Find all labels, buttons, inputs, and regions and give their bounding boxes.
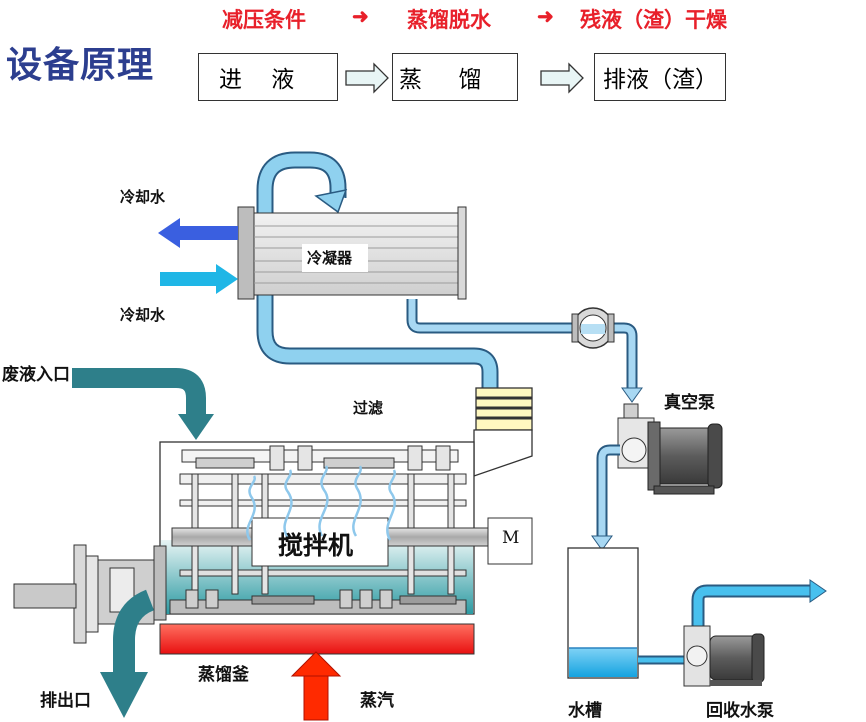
condition-residue-dry: 残液（渣）干燥 (580, 7, 727, 32)
recovery-pipe (638, 579, 827, 665)
flow-box-distill-label: 蒸 馏 (399, 67, 482, 93)
cooling-water-out-arrow-icon (158, 218, 238, 248)
condition-reduced-pressure: 减压条件 (222, 7, 306, 32)
condensate-pipe (406, 299, 643, 403)
still-vessel (13, 441, 533, 655)
flow-box-discharge-label: 排液（渣） (603, 67, 718, 93)
sight-glass (571, 307, 615, 349)
flow-box-feed: 进 液 (198, 53, 338, 101)
waste-inlet-label: 废液入口 (2, 365, 70, 385)
flow-box-discharge: 排液（渣） (594, 53, 726, 101)
filter (473, 387, 533, 477)
vacuum-pump (617, 403, 723, 495)
water-tank (567, 547, 639, 679)
flow-box-distill: 蒸 馏 (392, 53, 518, 101)
water-tank-label: 水槽 (568, 701, 602, 721)
filter-label: 过滤 (353, 399, 384, 417)
page-title: 设备原理 (6, 45, 155, 86)
cooling-water-in-label: 冷却水 (120, 306, 166, 324)
still-label: 蒸馏釜 (198, 665, 249, 685)
motor-label: M (502, 528, 520, 548)
discharge-label: 排出口 (40, 691, 91, 711)
recovery-pump (683, 625, 765, 687)
red-arrow-icon: ➜ (537, 4, 554, 28)
condition-distill-dehydrate: 蒸馏脱水 (407, 7, 491, 32)
flow-arrow-icon (540, 62, 584, 94)
vapor-wisps-icon (246, 465, 396, 541)
vacuum-pump-label: 真空泵 (664, 393, 715, 413)
agitator-label: 搅拌机 (278, 531, 354, 560)
red-arrow-icon: ➜ (352, 4, 369, 28)
condenser-label: 冷凝器 (307, 249, 353, 267)
flow-box-feed-label: 进 液 (219, 67, 295, 93)
discharge-arrow-icon (100, 589, 155, 718)
condenser (237, 206, 467, 300)
cooling-water-out-label: 冷却水 (120, 188, 166, 206)
flow-arrow-icon (345, 62, 389, 94)
steam-arrow-icon (290, 651, 342, 721)
steam-label: 蒸汽 (360, 691, 394, 711)
pump-to-tank-pipe (591, 444, 620, 551)
cooling-water-in-arrow-icon (160, 264, 238, 294)
recovery-pump-label: 回收水泵 (706, 701, 774, 721)
waste-inlet-arrow-icon (72, 368, 214, 440)
